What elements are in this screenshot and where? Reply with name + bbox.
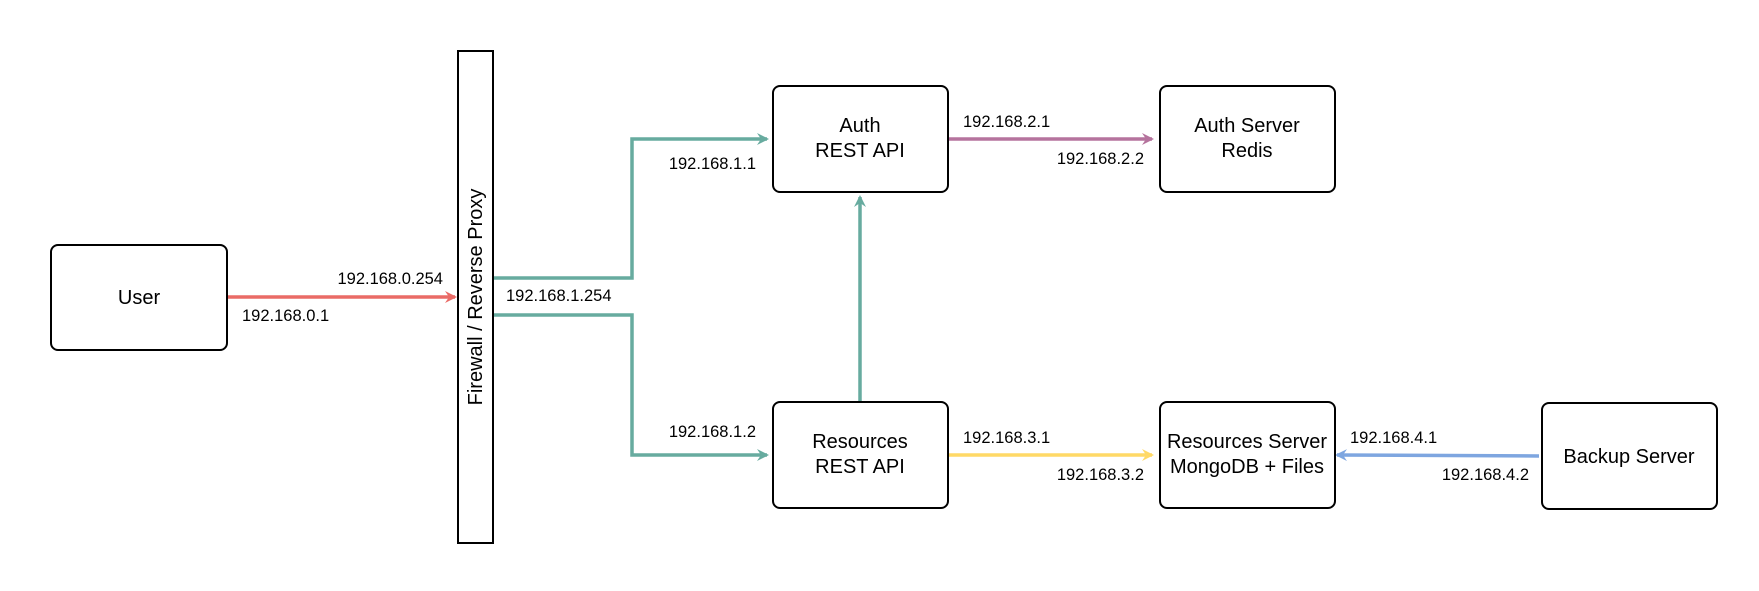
node-firewall[interactable]: Firewall / Reverse Proxy (457, 50, 494, 544)
node-resources-api-label-line2: REST API (815, 456, 905, 478)
node-auth-api-label-line1: Auth (839, 115, 880, 137)
ip-label-firewall-external: 192.168.0.254 (337, 270, 443, 288)
node-firewall-label: Firewall / Reverse Proxy (465, 189, 487, 406)
ip-label-resources-api-outbound: 192.168.3.1 (963, 429, 1050, 447)
ip-label-user-side: 192.168.0.1 (242, 307, 329, 325)
edge-firewall-to-resources-api[interactable] (493, 313, 769, 461)
edge-firewall-to-auth-api[interactable] (493, 133, 769, 280)
node-backup-server[interactable]: Backup Server (1541, 402, 1718, 510)
ip-label-backup-server: 192.168.4.2 (1442, 466, 1529, 484)
ip-label-firewall-internal: 192.168.1.254 (506, 287, 612, 305)
node-auth-server[interactable]: Auth Server Redis (1159, 85, 1336, 193)
ip-label-auth-api-inbound: 192.168.1.1 (669, 155, 756, 173)
ip-label-resources-server-backup-side: 192.168.4.1 (1350, 429, 1437, 447)
node-user-label: User (118, 287, 161, 309)
ip-label-auth-server-inbound: 192.168.2.2 (1057, 150, 1144, 168)
ip-label-resources-server-inbound: 192.168.3.2 (1057, 466, 1144, 484)
node-resources-server-label-line1: Resources Server (1167, 431, 1327, 453)
node-resources-server[interactable]: Resources Server MongoDB + Files (1159, 401, 1336, 509)
node-user[interactable]: User (50, 244, 228, 351)
node-auth-api-label-line2: REST API (815, 140, 905, 162)
node-resources-api[interactable]: Resources REST API (772, 401, 949, 509)
node-resources-api-label-line1: Resources (812, 431, 908, 453)
ip-label-auth-api-outbound: 192.168.2.1 (963, 113, 1050, 131)
ip-label-resources-api-inbound: 192.168.1.2 (669, 423, 756, 441)
node-auth-server-label-line2: Redis (1221, 140, 1272, 162)
node-auth-api[interactable]: Auth REST API (772, 85, 949, 193)
node-backup-server-label: Backup Server (1563, 446, 1695, 468)
edge-backup-to-resources-server[interactable] (1335, 449, 1540, 462)
node-resources-server-label-line2: MongoDB + Files (1170, 456, 1324, 478)
node-auth-server-label-line1: Auth Server (1194, 115, 1300, 137)
